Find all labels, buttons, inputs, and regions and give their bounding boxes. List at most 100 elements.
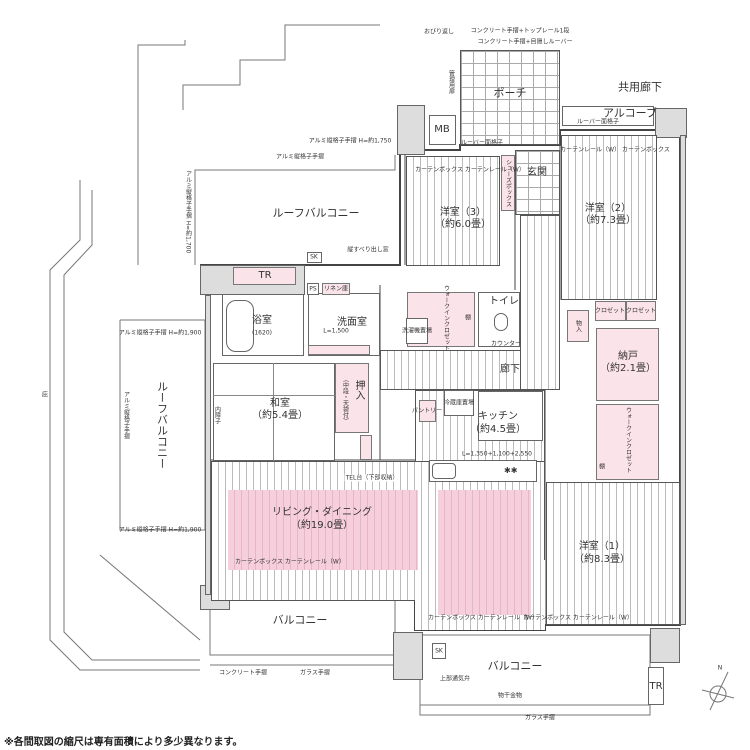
washer-label: 洗濯機置場 xyxy=(401,327,433,335)
balcony-right-label: バルコニー xyxy=(487,659,543,673)
balcony-left-label: バルコニー xyxy=(272,613,328,627)
sk-top-label: SK xyxy=(310,253,318,261)
oshiire-note: （中段・天袋付） xyxy=(341,376,349,424)
shoe-box-label: シューズボックス xyxy=(504,159,512,207)
living-name: リビング・ダイニング xyxy=(272,507,372,518)
entrance xyxy=(515,150,560,215)
closet-b xyxy=(626,301,656,321)
north-label: N xyxy=(717,664,723,672)
tatami-line xyxy=(273,363,274,461)
pantry-label: パントリー xyxy=(411,407,443,415)
alcove-label: アルコーブ xyxy=(602,106,658,120)
inner-shoji-label: 内障子 xyxy=(213,406,221,424)
meter-box xyxy=(429,115,456,145)
alu-rail-1900b: アルミ縦格子手摺 H=約1,900 xyxy=(118,526,202,534)
curtain-w1: カーテンボックス カーテンレール（W） xyxy=(523,614,633,622)
wic-right-label: ウォークインクロゼット xyxy=(624,407,632,473)
kitchen-size: （約4.5畳） xyxy=(470,424,526,435)
western-room-3-size: （約6.0畳） xyxy=(435,219,491,230)
louver2-note: ルーバー面格子 xyxy=(577,118,619,126)
linen-storage xyxy=(322,283,350,295)
garden-label: 庇 xyxy=(41,391,49,399)
storeroom-name: 納戸 xyxy=(618,351,638,362)
closet-b-label: クロゼット xyxy=(625,307,657,315)
sk-bottom-label: SK xyxy=(435,647,443,655)
porch-label: ポーチ xyxy=(493,86,527,100)
glass-rail-label: ガラス手摺 xyxy=(300,669,330,677)
left-diagonal xyxy=(99,554,201,641)
western-room-1-name: 洋室（1） xyxy=(578,541,626,552)
bath-size: (1620) xyxy=(252,329,272,337)
north-arrow-icon xyxy=(701,671,735,711)
corridor-vertical xyxy=(520,215,560,390)
wall-block xyxy=(397,105,425,155)
curtain-w3: カーテンボックス カーテンレール（W） xyxy=(415,166,525,174)
concrete-rail-label: コンクリート手摺 xyxy=(218,669,268,677)
mgmt-door-label: 管理用扉 xyxy=(447,70,455,94)
bathtub-icon xyxy=(226,300,254,352)
wall-block xyxy=(393,632,423,680)
japanese-room-size: （約5.4畳） xyxy=(252,410,308,421)
linen-label: リネン庫 xyxy=(323,285,349,293)
drying-label: 物干金物 xyxy=(497,692,523,700)
oshiire xyxy=(335,363,369,433)
pantry xyxy=(419,400,436,422)
common-corridor-label: 共用廊下 xyxy=(618,80,662,94)
tel-stand xyxy=(360,435,372,460)
ps-label: PS xyxy=(309,285,317,293)
tel-label: TEL台（下部収納） xyxy=(344,474,400,482)
toilet-label: トイレ xyxy=(489,296,519,307)
balcony-right-outline xyxy=(419,634,651,716)
closet-a-label: クロゼット xyxy=(594,307,626,315)
mb-label: MB xyxy=(434,124,450,135)
storage-in xyxy=(567,310,589,342)
sk-top xyxy=(307,252,322,263)
living-size: （約19.0畳） xyxy=(290,520,354,531)
corridor-label: 廊下 xyxy=(500,364,520,375)
washer-space xyxy=(406,318,428,344)
fridge-label: 冷蔵庫置場 xyxy=(443,399,475,407)
western-room-2-size: （約7.3畳） xyxy=(580,215,636,226)
roof-balcony-left-label: ルーフバルコニー xyxy=(155,381,169,469)
footnote: ※各間取図の縮尺は専有面積により多少異なります。 xyxy=(4,737,243,748)
shelf-right-label: 棚 xyxy=(598,463,606,471)
trunk-room-bottom xyxy=(648,667,664,705)
tatami-line xyxy=(213,395,335,396)
western-room-2-name: 洋室（2） xyxy=(584,203,632,214)
western-room-3 xyxy=(406,156,500,266)
trunk-room-top xyxy=(233,267,296,285)
left-inner-line xyxy=(63,190,200,661)
toilet-room xyxy=(478,292,520,347)
entrance-label: 玄関 xyxy=(527,167,547,178)
curtain-mid: カーテンボックス カーテンレール（W） xyxy=(428,614,538,622)
washroom-counter-length: L=1,500 xyxy=(323,327,349,335)
roof-balcony-top-label: ルーフバルコニー xyxy=(272,206,360,220)
shelf-label: 棚 xyxy=(464,314,472,322)
rail-top-note: コンクリート手摺+トップレール1段 xyxy=(470,27,570,35)
alu-rail-note: アルミ縦格子手摺 xyxy=(276,153,324,161)
vanity-counter xyxy=(308,345,370,355)
tr-top-label: TR xyxy=(258,270,272,281)
garden-outline xyxy=(182,24,380,110)
sink-icon xyxy=(432,463,456,479)
slide-window-note: 縦すべり出し窓 xyxy=(347,246,389,254)
tr-bottom-label: TR xyxy=(649,681,663,692)
western-room-1-size: （約8.3畳） xyxy=(574,554,630,565)
japanese-room-name: 和室 xyxy=(270,398,290,409)
kitchen-name: キッチン xyxy=(478,411,518,422)
counter-label: カウンター xyxy=(490,340,522,348)
alcove xyxy=(562,106,654,126)
curtain-living: カーテンボックス カーテンレール（W） xyxy=(235,558,345,566)
wic-small-label: ウォークインクロゼット xyxy=(442,285,450,351)
alu-rail-1750: アルミ縦格子手摺 H=約1,750 xyxy=(308,137,392,145)
ps-box xyxy=(307,283,319,295)
oshiire-label: 押入 xyxy=(353,380,364,400)
curtain-w2: カーテンレール（W） カーテンボックス xyxy=(560,146,670,154)
porch xyxy=(460,50,560,145)
wall-exterior xyxy=(680,135,686,625)
balcony-left-outline xyxy=(209,599,396,656)
kitchen-counter xyxy=(429,460,537,482)
western-room-3-name: 洋室（3） xyxy=(439,207,487,218)
western-room-2 xyxy=(561,135,657,300)
left-outer-line xyxy=(49,180,200,671)
